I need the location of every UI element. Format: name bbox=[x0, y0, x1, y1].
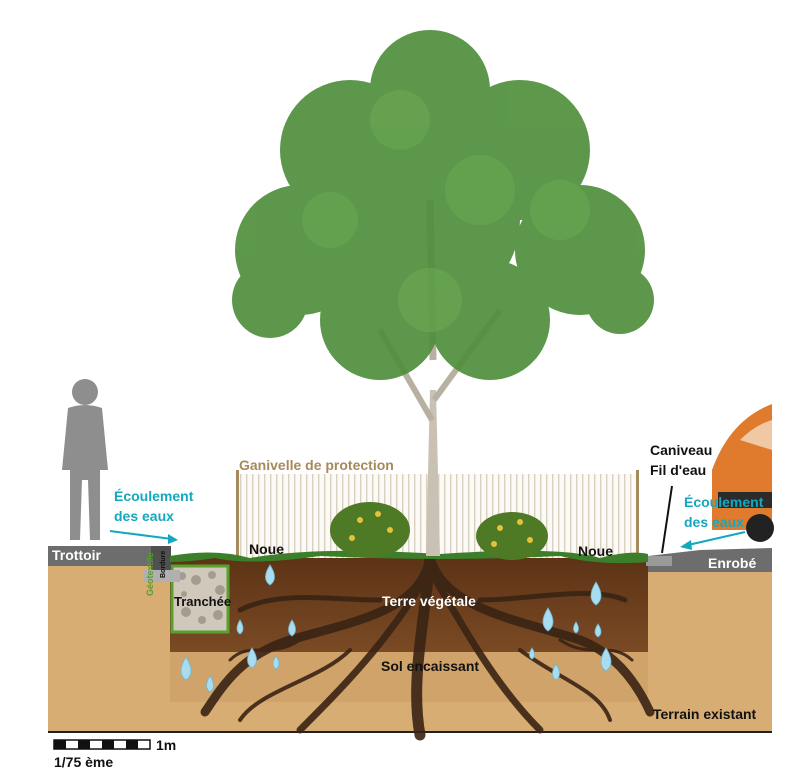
tree bbox=[232, 30, 654, 556]
label-ganivelle: Ganivelle de protection bbox=[239, 457, 394, 473]
enrobe-surface bbox=[648, 548, 772, 572]
flow-arrow-left bbox=[109, 530, 178, 544]
label-trottoir: Trottoir bbox=[52, 547, 101, 563]
scale-ratio-label: 1/75 ème bbox=[54, 754, 114, 770]
label-bordure: Bordure bbox=[160, 550, 167, 578]
label-sol-encaissant: Sol encaissant bbox=[381, 658, 480, 674]
label-tranchee: Tranchée bbox=[174, 594, 232, 609]
caniveau-gutter bbox=[646, 556, 672, 566]
bordure-curb bbox=[151, 546, 171, 574]
label-noue-left: Noue bbox=[249, 541, 284, 557]
label-terre-vegetale: Terre végétale bbox=[382, 593, 476, 609]
label-ecoulement-right-2: des eaux bbox=[684, 514, 744, 530]
shrub-right bbox=[476, 512, 548, 560]
tree-roots bbox=[200, 552, 655, 741]
label-noue-right: Noue bbox=[578, 543, 613, 559]
label-fil-deau: Fil d'eau bbox=[650, 462, 707, 478]
label-caniveau: Caniveau bbox=[650, 442, 713, 458]
scale-length-label: 1m bbox=[156, 737, 177, 753]
label-ecoulement-left-1: Écoulement bbox=[114, 488, 194, 504]
shrub-left bbox=[330, 502, 410, 558]
label-ecoulement-right-1: Écoulement bbox=[684, 494, 764, 510]
trottoir-surface bbox=[48, 546, 170, 566]
label-ecoulement-left-2: des eaux bbox=[114, 508, 174, 524]
flow-arrow-right bbox=[680, 531, 746, 550]
label-terrain-existant: Terrain existant bbox=[653, 706, 757, 722]
car bbox=[712, 404, 774, 542]
person-silhouette bbox=[62, 379, 108, 540]
water-drops bbox=[180, 564, 612, 693]
scale-bar bbox=[53, 739, 151, 750]
label-enrobe: Enrobé bbox=[708, 555, 757, 571]
